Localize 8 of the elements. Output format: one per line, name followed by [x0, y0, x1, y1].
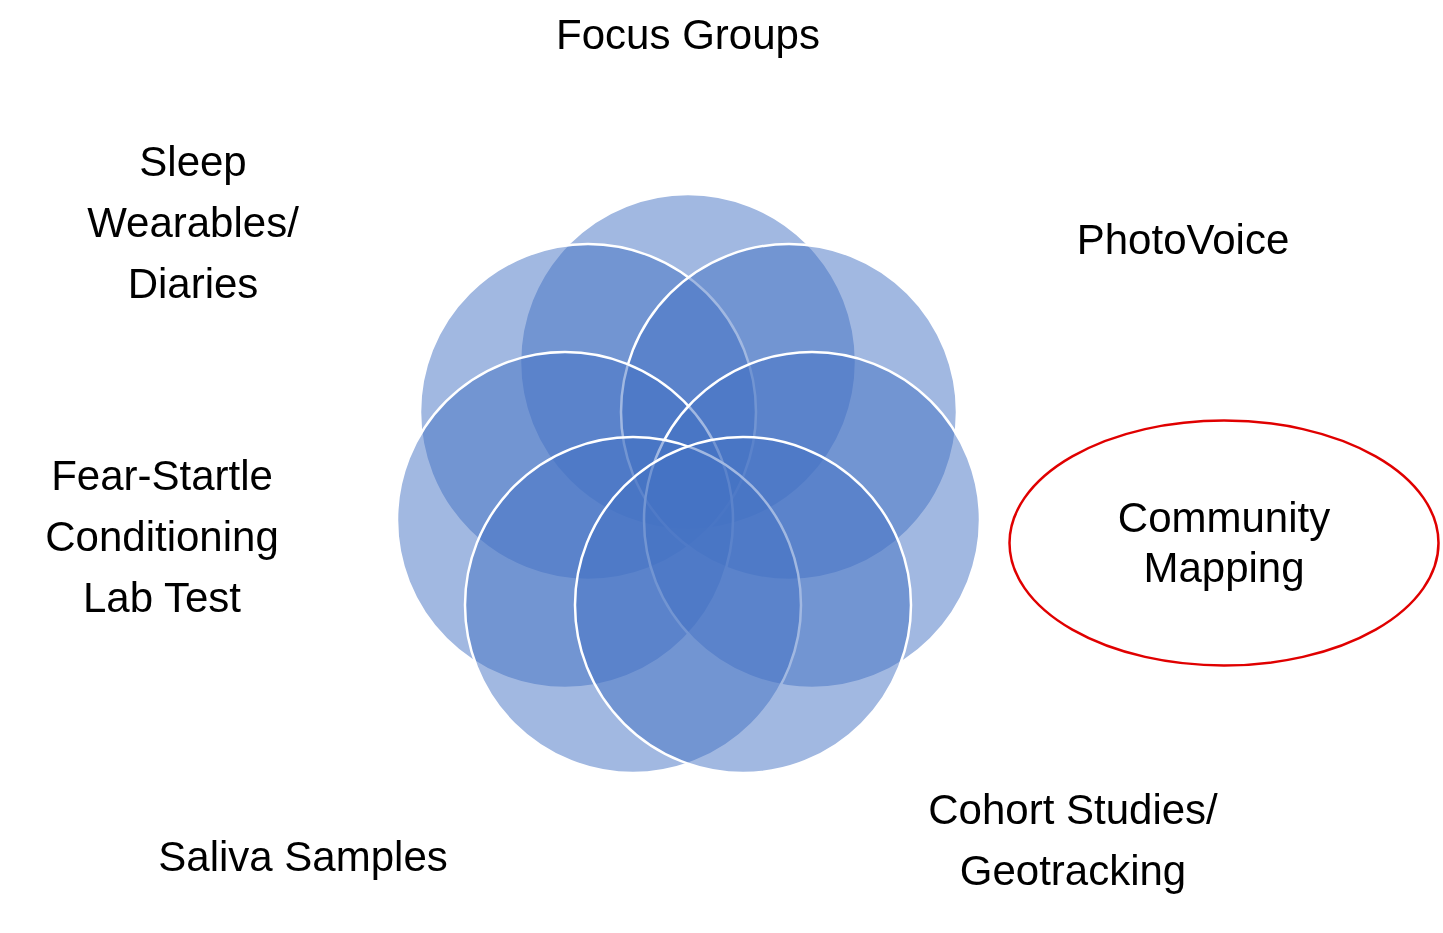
node-label: Community Mapping: [1116, 492, 1332, 593]
method-label: PhotoVoice: [1075, 215, 1291, 265]
method-label: Saliva Samples: [157, 832, 449, 882]
method-label: Cohort Studies/ Geotracking: [927, 785, 1219, 896]
ellipse-node: [1008, 419, 1440, 667]
method-label: Focus Groups: [555, 10, 821, 60]
method-label: Fear-Startle Conditioning Lab Test: [44, 451, 280, 623]
method-label: Sleep Wearables/ Diaries: [86, 137, 300, 309]
